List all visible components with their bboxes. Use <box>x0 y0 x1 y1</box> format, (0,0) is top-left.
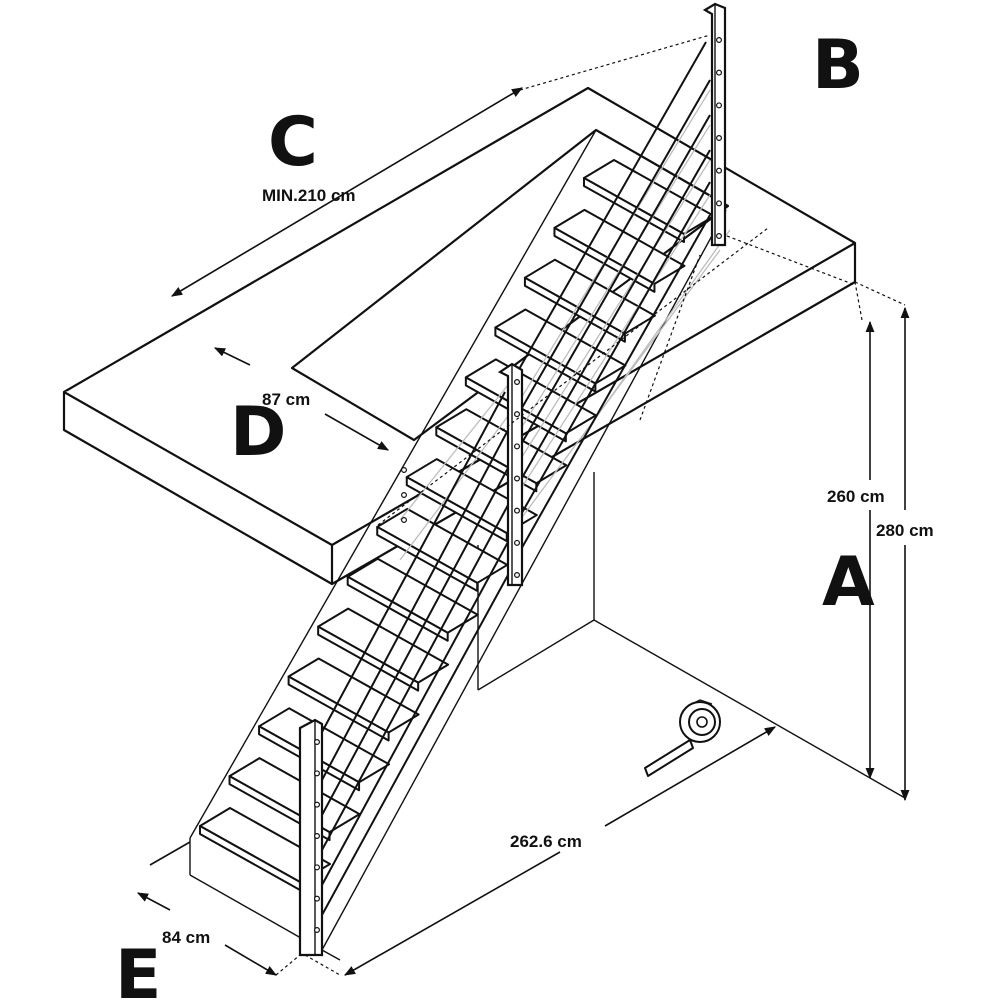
dimension-e-line <box>137 841 277 976</box>
post-bolt <box>314 895 321 902</box>
post-bolt <box>513 539 520 546</box>
post-bolt <box>314 832 321 839</box>
post-bolt <box>314 864 321 871</box>
dimension-e-text: 84 cm <box>162 928 210 947</box>
stair-tread <box>287 657 420 742</box>
post-bolt <box>513 507 520 514</box>
extension-lines <box>275 34 906 976</box>
post-bolt <box>715 135 722 142</box>
lower-railing <box>314 391 509 916</box>
post-bolt <box>715 102 722 109</box>
post-bolt <box>314 738 321 745</box>
post-bolts <box>314 36 722 933</box>
dimension-260-text: 260 cm <box>827 487 885 506</box>
label-c: C <box>268 103 318 182</box>
label-d: D <box>230 393 286 472</box>
post-bolt <box>715 233 722 240</box>
dimension-280-text: 280 cm <box>876 521 934 540</box>
dimension-c-line <box>171 87 523 297</box>
dimension-c-text: MIN.210 cm <box>262 186 356 205</box>
stair-tread <box>583 159 715 243</box>
post-bolt <box>314 926 321 933</box>
post-bolt <box>715 167 722 174</box>
post-bolt <box>314 770 321 777</box>
stair-tread <box>346 557 479 642</box>
tape-measure-icon <box>644 699 721 777</box>
stair-tread <box>376 507 509 592</box>
post-bolt <box>513 379 520 386</box>
post-bolt <box>513 411 520 418</box>
label-b: B <box>812 26 864 105</box>
dimension-run-text: 262.6 cm <box>510 832 582 851</box>
post-bolt <box>715 200 722 207</box>
stair-tread <box>317 607 450 692</box>
post-bolt <box>715 69 722 76</box>
post-bolt <box>513 443 520 450</box>
label-a: A <box>822 543 875 622</box>
dimension-d-line <box>213 347 389 451</box>
stair-tread <box>553 208 686 293</box>
post-bolt <box>401 492 408 499</box>
post-bolt <box>401 516 408 523</box>
dimension-run-line <box>344 726 776 976</box>
post-bolt <box>513 475 520 482</box>
upper-railing <box>509 41 711 561</box>
post-bolt <box>401 467 408 474</box>
post-bolt <box>314 801 321 808</box>
dimension-d-text: 87 cm <box>262 390 310 409</box>
label-e: E <box>115 936 161 1000</box>
post-bolt <box>715 36 722 43</box>
post-bolt <box>513 571 520 578</box>
